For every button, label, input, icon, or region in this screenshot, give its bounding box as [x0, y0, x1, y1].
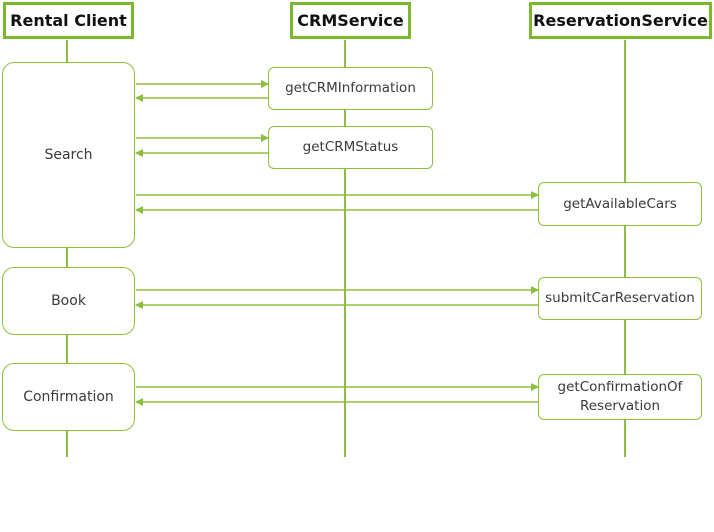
- operation-get-available-cars-label: getAvailableCars: [563, 195, 677, 212]
- operation-get-crm-status: getCRMStatus: [268, 126, 433, 169]
- activity-search: Search: [2, 62, 135, 248]
- participant-crm-service: CRMService: [290, 2, 411, 39]
- activity-book-label: Book: [51, 293, 86, 309]
- operation-submit-car-reservation: submitCarReservation: [538, 277, 702, 320]
- participant-reservation-service: ReservationService: [529, 2, 712, 39]
- operation-get-confirmation-label-line1: getConfirmationOf: [557, 379, 683, 395]
- operation-get-available-cars: getAvailableCars: [538, 182, 702, 226]
- participant-reservation-service-label: ReservationService: [533, 11, 708, 30]
- operation-get-crm-information-label: getCRMInformation: [285, 80, 416, 96]
- operation-get-confirmation-label-line2: Reservation: [579, 398, 661, 414]
- activity-confirmation-label: Confirmation: [23, 389, 114, 405]
- activity-search-label: Search: [44, 147, 93, 163]
- operation-get-crm-status-label: getCRMStatus: [302, 139, 399, 155]
- activity-book: Book: [2, 267, 135, 335]
- operation-get-crm-information: getCRMInformation: [268, 67, 433, 110]
- operation-get-confirmation-of-reservation: getConfirmationOf Reservation: [538, 374, 702, 420]
- participant-rental-client: Rental Client: [3, 2, 134, 39]
- activity-confirmation: Confirmation: [2, 363, 135, 431]
- participant-crm-service-label: CRMService: [297, 11, 404, 30]
- participant-rental-client-label: Rental Client: [10, 11, 127, 30]
- operation-submit-car-reservation-label: submitCarReservation: [545, 290, 695, 306]
